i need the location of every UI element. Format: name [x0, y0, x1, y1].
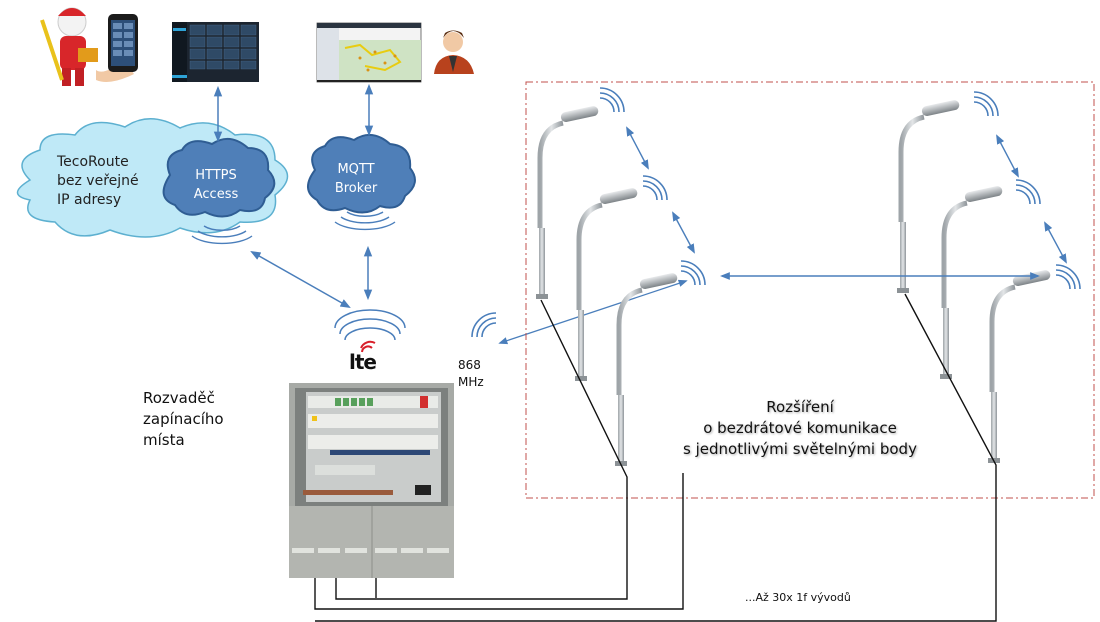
tecoroute-line: TecoRoute: [57, 154, 129, 170]
switchboard-cabinet-image: [289, 383, 454, 578]
arrow-https-lte: [250, 250, 351, 309]
outputs-label: ...Až 30x 1f vývodů: [745, 591, 851, 604]
street-lamp-icon: [897, 99, 960, 293]
lte-logo: lte: [349, 350, 377, 374]
wire-middle: [314, 473, 684, 610]
extension-line: Rozšíření: [766, 398, 834, 416]
street-lamp-icon: [536, 105, 599, 299]
arrow-lamp-mesh: [1044, 221, 1067, 264]
mqtt-line: MQTT: [337, 162, 375, 177]
lte-signal-icon: [334, 309, 406, 353]
arrow-lamp-mesh: [996, 134, 1019, 178]
mqtt-broker-label: MQTT Broker: [316, 160, 396, 198]
lamp-signal-icon: [1055, 264, 1081, 290]
mqtt-line: Broker: [334, 181, 378, 196]
wire-left-group: [335, 299, 628, 600]
arrow-cabinet-lamps: [498, 279, 688, 345]
lamp-signal-icon: [599, 87, 625, 113]
https-access-cloud: [162, 137, 276, 218]
street-lamp-icon: [575, 187, 638, 381]
https-line: Access: [193, 187, 239, 202]
https-access-label: HTTPS Access: [176, 166, 256, 204]
https-line: HTTPS: [195, 168, 237, 183]
street-lamp-icon: [988, 269, 1051, 463]
lamp-signal-icon: [642, 175, 668, 201]
extension-line: s jednotlivými světelnými body: [683, 440, 917, 458]
frequency-line: MHz: [458, 375, 484, 389]
switchboard-label: Rozvaděč zapínacího místa: [143, 388, 224, 451]
tecoroute-line: bez veřejné: [57, 173, 139, 189]
mqtt-signal-icon: [334, 211, 396, 231]
tablet-dashboard-image: [172, 22, 259, 82]
map-dispatcher-image: [316, 22, 474, 83]
extension-line: o bezdrátové komunikace: [703, 419, 897, 437]
extension-label: Rozšíření o bezdrátové komunikace s jedn…: [640, 397, 960, 460]
power-wires: [314, 293, 997, 622]
switchboard-line: zapínacího: [143, 410, 224, 428]
switchboard-line: Rozvaděč: [143, 389, 215, 407]
lamp-signal-icon: [973, 91, 999, 117]
mqtt-broker-cloud: [307, 133, 416, 214]
radio-868-signal-icon: [471, 312, 497, 338]
extension-area-border: [525, 81, 1095, 499]
tecoroute-line: IP adresy: [57, 192, 122, 208]
arrow-lamp-mesh: [626, 126, 649, 170]
frequency-label: 868 MHz: [458, 357, 484, 391]
wire-right-group: [315, 293, 997, 622]
lamp-signal-icon: [1015, 179, 1041, 205]
tecoroute-label: TecoRoute bez veřejné IP adresy: [57, 153, 139, 210]
frequency-line: 868: [458, 358, 481, 372]
switchboard-line: místa: [143, 431, 185, 449]
arrow-lamp-mesh: [672, 211, 695, 254]
technician-with-phone-image: [40, 7, 138, 86]
